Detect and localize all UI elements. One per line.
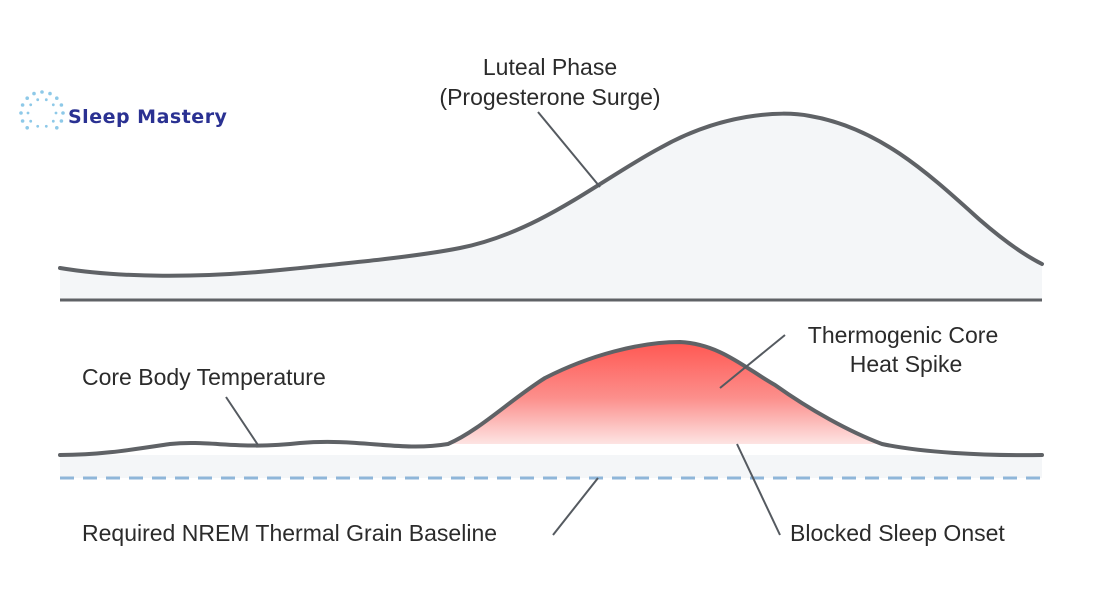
logo-dot [55,126,59,130]
logo-dot [55,96,59,100]
logo-dot [36,124,40,128]
core-temperature-panel: Core Body Temperature Thermogenic Core H… [58,322,1044,546]
luteal-leader-line [537,111,601,188]
core-temperature-label: Core Body Temperature [82,364,326,390]
logo-dot [29,103,33,107]
heat-spike-fill [448,342,882,444]
logo-dot [29,119,33,123]
logo-dot [59,103,64,107]
logo-dot [54,111,58,115]
dotted-ring-logo-icon [19,90,65,130]
logo-dot [20,119,25,123]
logo-dot [51,103,55,107]
logo-dot [44,98,48,102]
luteal-phase-panel: Luteal Phase (Progesterone Surge) [58,54,1044,302]
thermogenic-core-label: Thermogenic Core [808,322,998,348]
logo-dot [51,119,55,123]
logo-dot [20,103,25,107]
logo-dot [32,91,36,96]
luteal-area-fill [60,113,1042,301]
heat-spike-label: Heat Spike [850,351,963,377]
core-temperature-curve [58,340,1044,458]
logo-dot [40,90,44,94]
luteal-phase-label: Luteal Phase [483,54,617,80]
logo-dot [25,96,30,100]
logo-dot [25,126,30,130]
progesterone-surge-label: (Progesterone Surge) [439,84,660,110]
logo-dot [36,98,40,102]
brand-logo: Sleep Mastery [19,90,228,130]
brand-name: Sleep Mastery [68,106,228,128]
baseline-label: Required NREM Thermal Grain Baseline [82,520,497,546]
baseline-leader-line [552,477,599,536]
logo-dot [48,91,52,96]
core-temp-leader-line [225,396,259,446]
logo-dot [61,111,65,115]
blocked-sleep-onset-label: Blocked Sleep Onset [790,520,1005,546]
blocked-leader-line [736,443,781,536]
logo-dot [19,111,23,115]
baseline-band [60,455,1042,478]
logo-dot [44,124,48,128]
thermogenic-leader-line [719,334,786,389]
logo-dot [59,119,64,123]
progesterone-curve [58,111,1044,278]
logo-dot [26,111,30,115]
